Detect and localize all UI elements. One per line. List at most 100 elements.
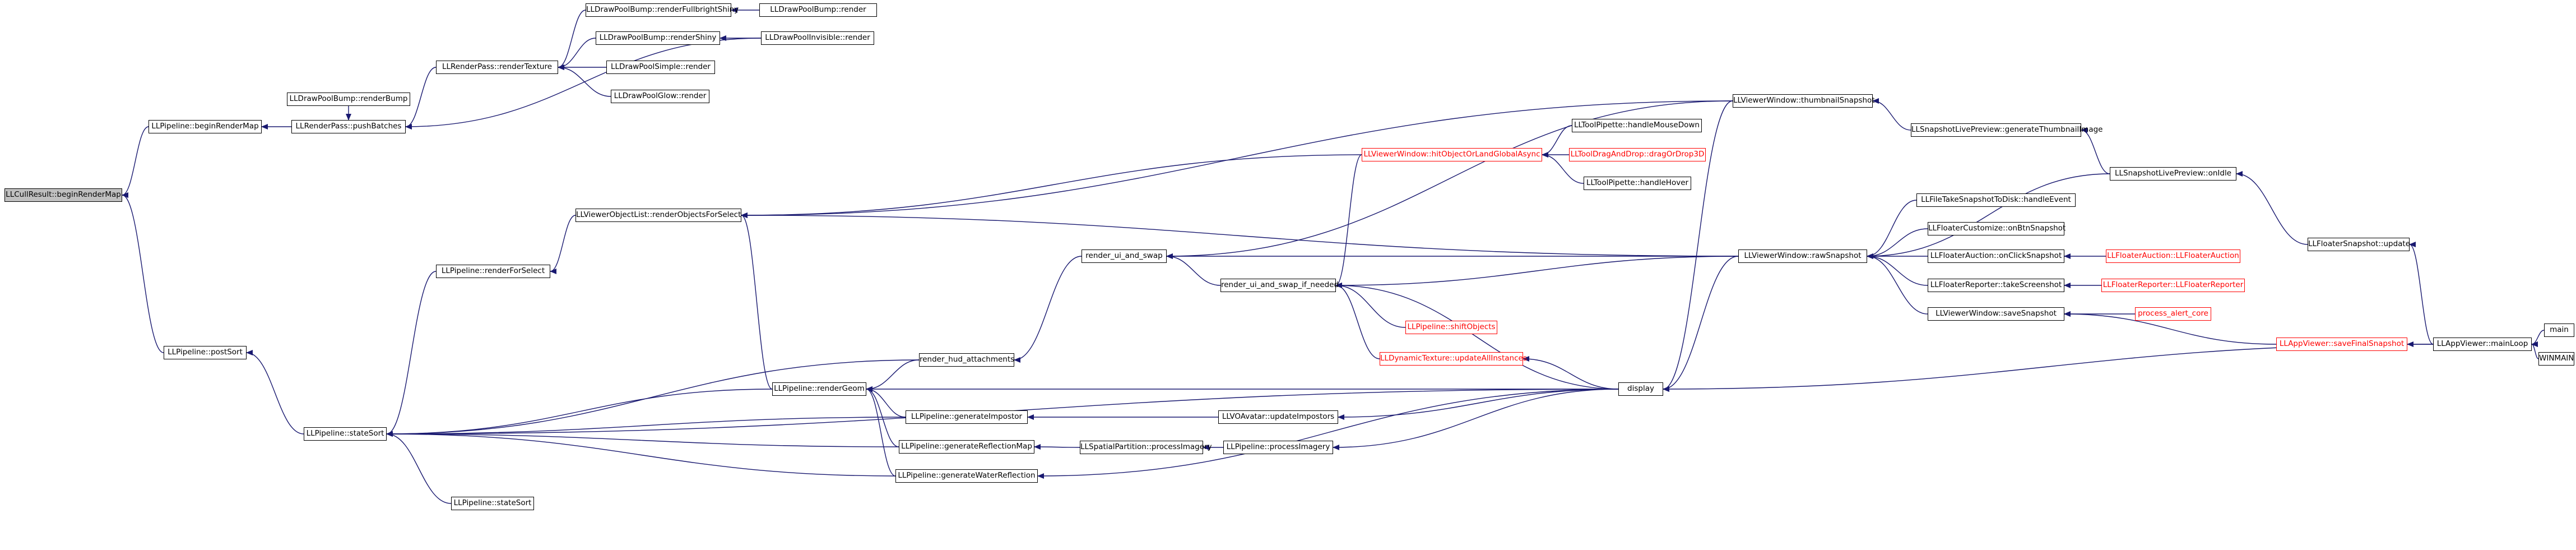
edge-rT-to-pB: [405, 67, 437, 130]
node-sO[interactable]: LLPipeline::shiftObjects: [1405, 321, 1497, 334]
edge-rHA-to-sS: [386, 359, 920, 437]
node-sLPO[interactable]: LLSnapshotLivePreview::onIdle: [2110, 167, 2236, 181]
edge-vwTS-to-disp: [1663, 100, 1733, 392]
edge-dpgR-to-rT: [558, 64, 611, 97]
node-rG[interactable]: LLPipeline::renderGeom: [772, 382, 866, 396]
edge-rOFS-to-rFS: [550, 215, 576, 274]
edge-disp-to-dtUA: [1523, 356, 1619, 390]
edge-vwRS-to-rOFS: [741, 212, 1739, 257]
edge-vwTS-to-rOFS: [741, 100, 1733, 218]
edge-avML-to-disp: [1663, 344, 2434, 392]
node-gRM[interactable]: LLPipeline::generateReflectionMap: [899, 440, 1034, 454]
edge-tpHH-to-hOLG: [1542, 152, 1584, 184]
node-frFR[interactable]: LLFloaterReporter::LLFloaterReporter: [2101, 279, 2245, 292]
node-fsU[interactable]: LLFloaterSnapshot::update: [2308, 238, 2410, 251]
node-tpHH[interactable]: LLToolPipette::handleHover: [1584, 177, 1691, 190]
node-faOCS[interactable]: LLFloaterAuction::onClickSnapshot: [1928, 249, 2064, 263]
edge-fsU-to-sLPO: [2236, 171, 2308, 245]
node-fcOBS[interactable]: LLFloaterCustomize::onBtnSnapshot: [1928, 222, 2066, 235]
edge-vwRS-to-disp: [1663, 256, 1739, 392]
edge-vwSS-to-vwRS: [1867, 253, 1928, 315]
edge-avSFS-to-vwSS: [2064, 311, 2277, 345]
node-sS2[interactable]: LLPipeline::stateSort: [451, 497, 534, 510]
edge-gRM-to-rG: [866, 386, 899, 447]
node-root: LLCullResult::beginRenderMap: [4, 188, 122, 202]
edge-sLPO-to-sLPG: [2081, 127, 2110, 174]
edge-gI-to-sS: [386, 417, 906, 437]
node-dpbRBM[interactable]: LLDrawPoolBump::renderBump: [287, 93, 410, 106]
edge-disp-to-gWR: [1037, 389, 1619, 479]
node-hOLG[interactable]: LLViewerWindow::hitObjectOrLandGlobalAsy…: [1362, 148, 1542, 161]
node-avML[interactable]: LLAppViewer::mainLoop: [2433, 338, 2532, 351]
edge-sO-to-rUSN: [1335, 283, 1406, 328]
edge-rHA-to-rG: [866, 359, 920, 392]
node-frTS[interactable]: LLFloaterReporter::takeScreenshot: [1928, 279, 2064, 292]
node-vwTS[interactable]: LLViewerWindow::thumbnailSnapshot: [1733, 94, 1875, 108]
edge-tpHMD-to-hOLG: [1542, 125, 1572, 158]
edge-sLPO-to-vwRS: [1867, 173, 2110, 259]
edge-avML-to-fsU: [2409, 242, 2434, 345]
edge-dtUA-to-rUSN: [1335, 283, 1380, 359]
edge-dpiR-to-pB: [405, 38, 762, 130]
node-tpHMD[interactable]: LLToolPipette::handleMouseDown: [1572, 119, 1702, 132]
edge-fTS-to-vwRS: [1867, 200, 1917, 259]
node-bRM[interactable]: LLPipeline::beginRenderMap: [148, 120, 262, 133]
edge-sS2-to-sS: [386, 431, 452, 504]
edge-rUS-to-rHA: [1014, 256, 1082, 363]
node-rUS[interactable]: render_ui_and_swap: [1082, 249, 1167, 263]
node-gWR[interactable]: LLPipeline::generateWaterReflection: [895, 469, 1038, 483]
node-rHA[interactable]: render_hud_attachments: [919, 353, 1014, 367]
node-winmain[interactable]: WINMAIN: [2538, 352, 2574, 366]
node-dpgR[interactable]: LLDrawPoolGlow::render: [611, 90, 709, 103]
edge-sLPG-to-vwTS: [1872, 98, 1911, 131]
node-sS[interactable]: LLPipeline::stateSort: [304, 427, 387, 441]
node-rFS[interactable]: LLPipeline::renderForSelect: [436, 265, 550, 278]
node-fTS[interactable]: LLFileTakeSnapshotToDisk::handleEvent: [1916, 193, 2076, 207]
edge-bRM-to-root: [122, 126, 149, 198]
edge-gRM-to-sS: [386, 431, 899, 447]
edge-rUSN-to-rUS: [1166, 253, 1221, 286]
edge-gI-to-rG: [866, 386, 906, 418]
edge-hOLG-to-rOFS: [741, 154, 1362, 218]
node-plPI[interactable]: LLPipeline::processImagery: [1223, 441, 1333, 454]
edge-rG-to-rOFS: [741, 212, 773, 390]
node-spPI[interactable]: LLSpatialPartition::processImagery: [1080, 441, 1212, 454]
node-avSFS[interactable]: LLAppViewer::saveFinalSnapshot: [2276, 338, 2407, 351]
node-sLPG[interactable]: LLSnapshotLivePreview::generateThumbnail…: [1911, 123, 2102, 137]
edge-disp-to-rUSN: [1335, 283, 1619, 390]
edge-hOLG-to-rUSN: [1335, 154, 1362, 288]
edge-rG-to-sS: [386, 389, 773, 437]
edge-dpbRFS-to-rT: [558, 10, 586, 70]
node-gI[interactable]: LLPipeline::generateImpostor: [906, 410, 1028, 424]
edge-winmain-to-avML: [2531, 341, 2539, 359]
node-vwRS[interactable]: LLViewerWindow::rawSnapshot: [1738, 249, 1867, 263]
edge-rFS-to-sS: [386, 271, 437, 437]
node-rOFS[interactable]: LLViewerObjectList::renderObjectsForSele…: [575, 209, 741, 222]
edge-main-to-avML: [2531, 330, 2545, 347]
node-vaUI[interactable]: LLVOAvatar::updateImpostors: [1218, 410, 1338, 424]
node-vwSS[interactable]: LLViewerWindow::saveSnapshot: [1928, 307, 2064, 321]
edge-gWR-to-sS: [386, 431, 896, 477]
node-tdDD[interactable]: LLToolDragAndDrop::dragOrDrop3D: [1569, 148, 1706, 161]
node-faFA[interactable]: LLFloaterAuction::LLFloaterAuction: [2106, 249, 2240, 263]
edge-pS-to-root: [122, 192, 164, 353]
node-dpiR[interactable]: LLDrawPoolInvisible::render: [761, 31, 874, 45]
edge-frTS-to-vwRS: [1867, 253, 1928, 286]
edge-gWR-to-rG: [866, 386, 896, 477]
node-dpbRFS[interactable]: LLDrawPoolBump::renderFullbrightShiny: [586, 3, 739, 17]
node-dpbRS[interactable]: LLDrawPoolBump::renderShiny: [596, 31, 720, 45]
node-pAC[interactable]: process_alert_core: [2135, 307, 2211, 321]
edge-disp-to-vaUI: [1338, 389, 1619, 420]
node-pB[interactable]: LLRenderPass::pushBatches: [291, 120, 406, 133]
node-rT[interactable]: LLRenderPass::renderTexture: [436, 61, 558, 74]
node-dtUA[interactable]: LLDynamicTexture::updateAllInstances: [1380, 352, 1527, 366]
node-rUSN[interactable]: render_ui_and_swap_if_needed: [1220, 279, 1339, 292]
node-main[interactable]: main: [2544, 323, 2574, 337]
edge-sS-to-pS: [246, 350, 304, 435]
node-dpbR[interactable]: LLDrawPoolBump::render: [759, 3, 877, 17]
node-disp[interactable]: display: [1618, 382, 1663, 396]
node-pS[interactable]: LLPipeline::postSort: [164, 346, 247, 359]
node-dpsR[interactable]: LLDrawPoolSimple::render: [606, 61, 715, 74]
